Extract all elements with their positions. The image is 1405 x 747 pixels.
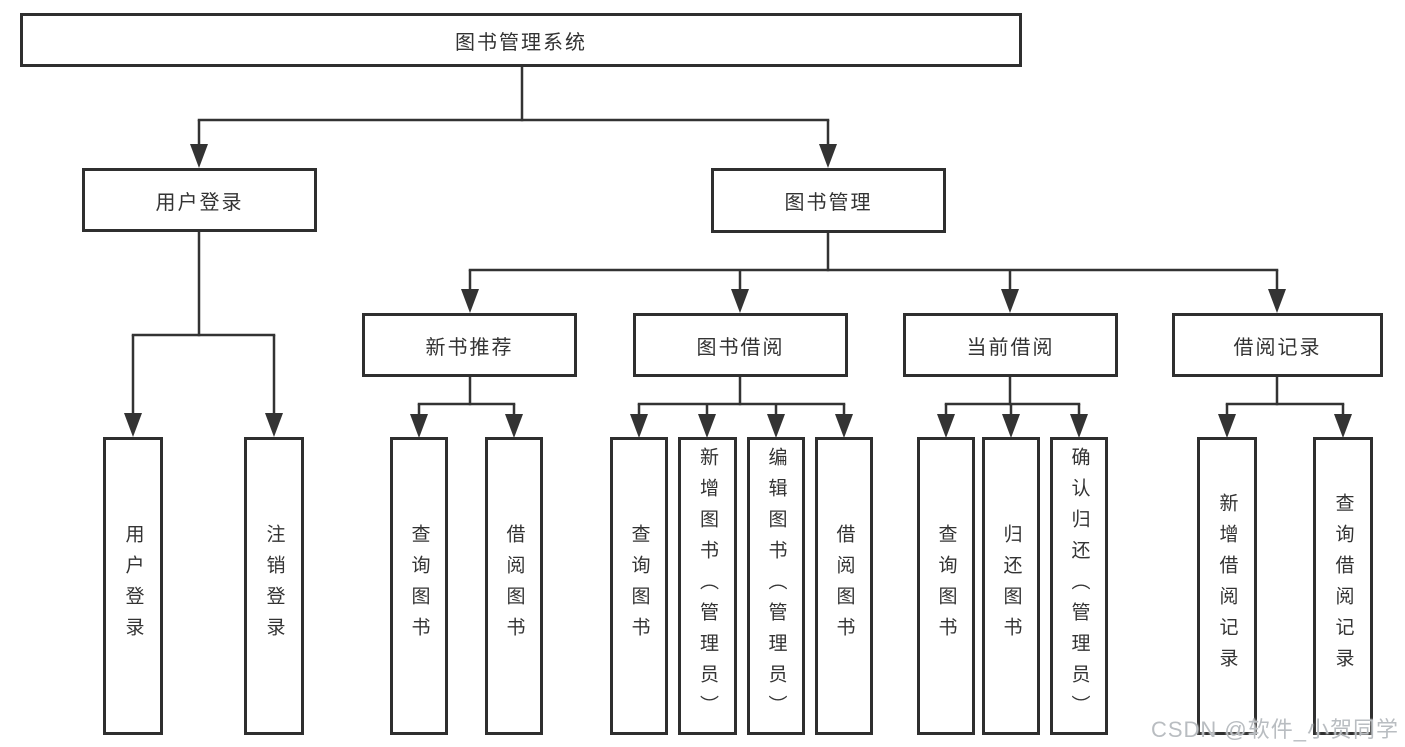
leaf-current-return-books-label: 归还图书 <box>1000 524 1022 648</box>
leaf-logout: 注销登录 <box>244 437 304 735</box>
node-book-management-label: 图书管理 <box>784 192 873 214</box>
leaf-borrowing-borrow-books: 借阅图书 <box>815 437 873 735</box>
leaf-user-login-label: 用户登录 <box>122 524 144 648</box>
node-new-book-recommend: 新书推荐 <box>362 313 577 377</box>
leaf-records-query-record-label: 查询借阅记录 <box>1332 493 1354 679</box>
leaf-records-add-record: 新增借阅记录 <box>1197 437 1257 735</box>
node-book-borrowing-label: 图书借阅 <box>696 336 785 359</box>
node-library-system-label: 图书管理系统 <box>455 31 587 54</box>
leaf-current-query-books-label: 查询图书 <box>935 524 957 648</box>
leaf-recommend-query-books: 查询图书 <box>390 437 448 735</box>
node-library-system: 图书管理系统 <box>20 13 1022 67</box>
leaf-logout-label: 注销登录 <box>263 524 285 648</box>
leaf-recommend-borrow-books: 借阅图书 <box>485 437 543 735</box>
leaf-user-login: 用户登录 <box>103 437 163 735</box>
node-user-login-label: 用户登录 <box>155 191 244 214</box>
leaf-recommend-query-books-label: 查询图书 <box>408 524 430 648</box>
leaf-records-add-record-label: 新增借阅记录 <box>1216 493 1238 679</box>
leaf-current-confirm-return-admin-label: 确认归还（管理员） <box>1068 446 1090 726</box>
node-borrowing-records-label: 借阅记录 <box>1233 336 1322 359</box>
node-user-login: 用户登录 <box>82 168 317 232</box>
leaf-current-return-books: 归还图书 <box>982 437 1040 735</box>
leaf-borrowing-add-books-admin-label: 新增图书（管理员） <box>697 446 718 726</box>
node-current-borrowing-label: 当前借阅 <box>966 336 1055 359</box>
leaf-current-confirm-return-admin: 确认归还（管理员） <box>1050 437 1108 735</box>
leaf-records-query-record: 查询借阅记录 <box>1313 437 1373 735</box>
leaf-borrowing-add-books-admin: 新增图书（管理员） <box>678 437 737 735</box>
leaf-borrowing-edit-books-admin-label: 编辑图书（管理员） <box>765 446 787 726</box>
leaf-borrowing-borrow-books-label: 借阅图书 <box>833 524 855 648</box>
node-book-borrowing: 图书借阅 <box>633 313 848 377</box>
leaf-borrowing-edit-books-admin: 编辑图书（管理员） <box>747 437 805 735</box>
node-current-borrowing: 当前借阅 <box>903 313 1118 377</box>
csdn-watermark: CSDN @软件_小贺同学 <box>1150 717 1399 742</box>
node-book-management: 图书管理 <box>711 168 946 233</box>
node-new-book-recommend-label: 新书推荐 <box>425 336 514 359</box>
leaf-recommend-borrow-books-label: 借阅图书 <box>503 524 525 648</box>
leaf-borrowing-query-books: 查询图书 <box>610 437 668 735</box>
node-borrowing-records: 借阅记录 <box>1172 313 1383 377</box>
leaf-borrowing-query-books-label: 查询图书 <box>628 524 650 648</box>
leaf-current-query-books: 查询图书 <box>917 437 975 735</box>
